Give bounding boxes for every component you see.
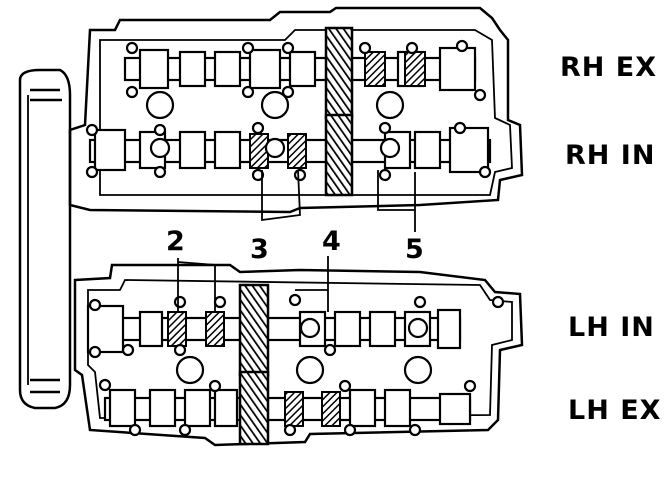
lh-ex-label: LH EX (568, 395, 662, 426)
callout-2: 2 (166, 226, 185, 257)
lh-in-label: LH IN (568, 312, 655, 343)
rh-in-camshaft (88, 126, 492, 174)
lh-cylinder-head (73, 263, 524, 447)
rh-ex-camshaft (123, 46, 477, 92)
timing-belt-cover (18, 68, 72, 410)
rh-ex-label: RH EX (560, 52, 658, 83)
lh-ex-camshaft (103, 388, 472, 428)
lh-cam-gears (238, 283, 270, 446)
rh-cylinder-head (68, 6, 524, 214)
rh-bolts (85, 39, 492, 182)
lh-in-camshaft (86, 304, 462, 354)
callout-5: 5 (405, 234, 424, 265)
lh-bearing-circles (175, 317, 433, 385)
lh-bolts (88, 293, 505, 437)
callout-3: 3 (250, 234, 269, 265)
rh-cam-gears (324, 26, 354, 197)
callout-leaders (177, 169, 416, 312)
rh-bearing-circles (145, 90, 405, 159)
callout-4: 4 (322, 226, 341, 257)
rh-in-label: RH IN (565, 140, 656, 171)
